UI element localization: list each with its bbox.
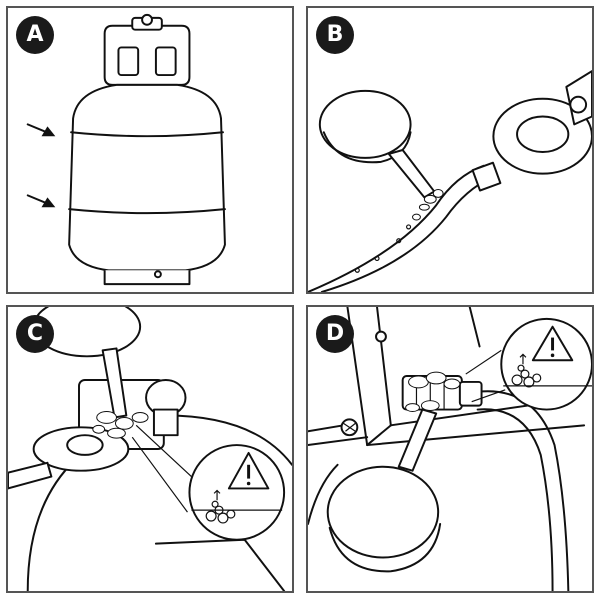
soap-brush [318,89,436,199]
gas-hose [476,390,570,591]
tank-valve [8,378,187,490]
panel-label-badge: D [316,315,354,353]
warning-triangle-icon [227,451,270,490]
propane-tank-illustration [26,13,226,286]
hose-connection-illustration [308,70,592,292]
arrow-icon-lower [26,194,56,208]
panel-a: A [6,6,294,294]
bubbles-icon [205,489,236,524]
regulator [492,70,592,175]
gas-hose [308,164,485,292]
warning-callout [188,444,286,541]
tank-body [68,83,226,286]
soap-brush [326,408,442,573]
panel-c: C [6,305,294,593]
panel-label-badge: A [16,16,54,54]
panel-b: B [306,6,594,294]
warning-triangle-icon [531,325,574,362]
soap-foam [354,188,444,273]
soap-foam [92,411,149,439]
panel-label-badge: B [316,16,354,54]
warning-callout [500,317,592,411]
soap-foam [405,371,461,413]
tank-valve-illustration [8,307,292,591]
arrow-icon-upper [26,123,56,137]
grill-connection-illustration [308,307,592,591]
panel-d: D [306,305,594,593]
tank-collar [103,13,191,86]
hose-fitting [471,161,502,192]
bubbles-icon [511,353,542,388]
panel-label-badge: C [16,315,54,353]
